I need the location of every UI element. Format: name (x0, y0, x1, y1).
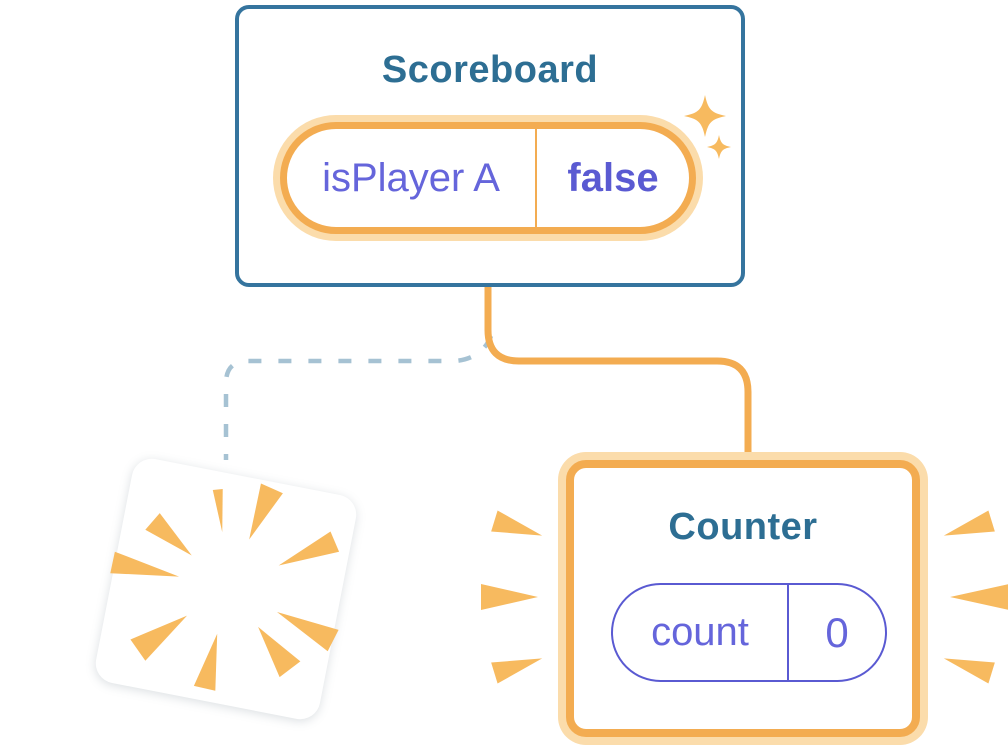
counter-state-pill: count 0 (611, 583, 887, 682)
pill-divider (535, 129, 537, 227)
scoreboard-state-key: isPlayer A (322, 155, 500, 200)
counter-state-key: count (651, 610, 749, 654)
scoreboard-state-pill: isPlayer A false (280, 122, 696, 234)
counter-title: Counter (668, 506, 818, 548)
scoreboard-card: Scoreboard isPlayer A false (235, 5, 745, 287)
dashed-connector-line (223, 335, 494, 460)
solid-connector-line (484, 285, 752, 455)
destroyed-card (92, 455, 360, 723)
counter-state-value: 0 (825, 608, 849, 656)
scoreboard-title: Scoreboard (381, 49, 599, 91)
scoreboard-state-value: false (567, 155, 659, 200)
counter-card: Counter count 0 (566, 460, 920, 737)
pill-divider (787, 585, 789, 680)
